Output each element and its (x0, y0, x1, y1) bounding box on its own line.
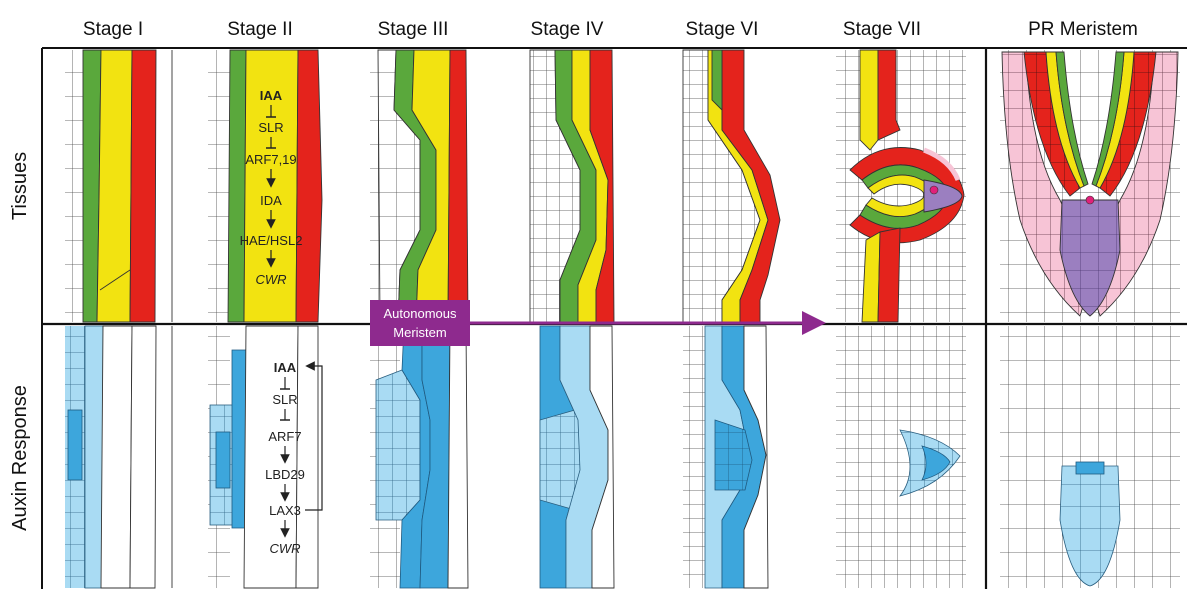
auxin-stage-4 (540, 326, 614, 588)
auxin-response-row: IAA SLR ARF7 LBD29 LAX3 CWR (65, 326, 1180, 588)
tissues-stage-6 (683, 50, 780, 322)
tissues-stage-4 (530, 50, 614, 322)
tissues-stage-3 (370, 50, 468, 322)
tissues-stage-7 (836, 50, 966, 322)
autonomous-meristem-label-line1: Autonomous (384, 306, 457, 321)
header-stage-2: Stage II (227, 19, 293, 40)
autonomous-meristem-label-line2: Meristem (393, 325, 446, 340)
header-stage-4: Stage IV (531, 19, 604, 40)
auxin-stage-3 (370, 326, 468, 588)
row-label-tissues: Tissues (9, 152, 31, 220)
tissues-pr-meristem (1000, 50, 1180, 322)
auxin-pathway-iaa: IAA (274, 360, 297, 375)
auxin-pathway-lax3: LAX3 (269, 503, 301, 518)
header-stage-6: Stage VI (686, 19, 759, 40)
tissues-stage-1 (65, 50, 172, 322)
pathway-cwr: CWR (255, 272, 286, 287)
stage-headers: Stage I Stage II Stage III Stage IV Stag… (83, 19, 1138, 40)
auxin-stage-1 (65, 326, 172, 588)
header-stage-3: Stage III (378, 19, 449, 40)
pathway-iaa: IAA (260, 88, 283, 103)
header-pr-meristem: PR Meristem (1028, 19, 1138, 40)
pathway-hae-hsl2: HAE/HSL2 (240, 233, 303, 248)
auxin-pr-meristem (1000, 326, 1180, 588)
tissues-stage-2: IAA SLR ARF7,19 IDA HAE/HSL2 CWR (208, 50, 322, 322)
auxin-stage-2: IAA SLR ARF7 LBD29 LAX3 CWR (208, 326, 322, 588)
auxin-pathway-slr: SLR (272, 392, 297, 407)
row-label-auxin-response: Auxin Response (9, 385, 31, 531)
auxin-pathway-arf7: ARF7 (268, 429, 301, 444)
pathway-arf7-19: ARF7,19 (245, 152, 296, 167)
tissues-row: IAA SLR ARF7,19 IDA HAE/HSL2 CWR (65, 50, 1180, 322)
header-stage-1: Stage I (83, 19, 143, 40)
auxin-pathway-lbd29: LBD29 (265, 467, 305, 482)
pathway-ida: IDA (260, 193, 282, 208)
header-stage-7: Stage VII (843, 19, 921, 40)
auxin-pathway-cwr: CWR (269, 541, 300, 556)
auxin-stage-6 (683, 326, 768, 588)
auxin-stage-7 (836, 326, 966, 588)
pathway-slr: SLR (258, 120, 283, 135)
